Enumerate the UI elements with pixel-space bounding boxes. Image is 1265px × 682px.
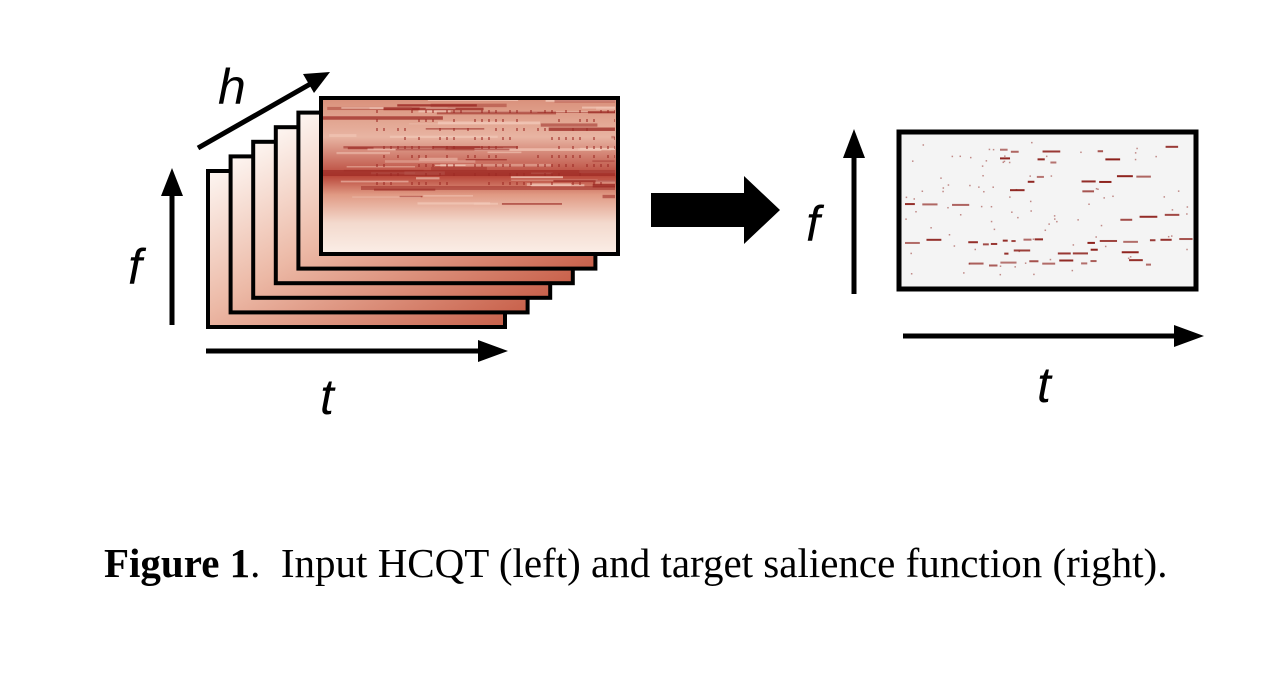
caption-text: Input HCQT (left) and target salience fu… bbox=[280, 540, 1168, 586]
figure-diagram: h f t f t bbox=[128, 59, 1204, 425]
salience-note-traces bbox=[905, 141, 1193, 276]
time-axis-label-right: t bbox=[1037, 357, 1053, 413]
caption-figure-label: Figure 1 bbox=[104, 540, 251, 586]
height-axis-arrow bbox=[196, 72, 330, 151]
hcqt-layer-stack bbox=[206, 96, 620, 329]
transform-arrow bbox=[651, 176, 780, 244]
frequency-axis-arrow-right bbox=[843, 129, 865, 294]
time-axis-arrow-left bbox=[206, 340, 508, 362]
time-axis-label-left: t bbox=[320, 369, 336, 425]
figure-caption: Figure 1. Input HCQT (left) and target s… bbox=[104, 534, 1214, 592]
time-axis-arrow-right bbox=[903, 325, 1204, 347]
caption-separator: . bbox=[250, 540, 261, 586]
frequency-axis-label-right: f bbox=[806, 196, 825, 252]
frequency-axis-arrow-left bbox=[161, 168, 183, 325]
frequency-axis-label-left: f bbox=[128, 239, 147, 295]
salience-output-frame bbox=[896, 129, 1199, 292]
height-axis-label: h bbox=[218, 59, 246, 115]
hcqt-layer-front bbox=[319, 96, 620, 256]
